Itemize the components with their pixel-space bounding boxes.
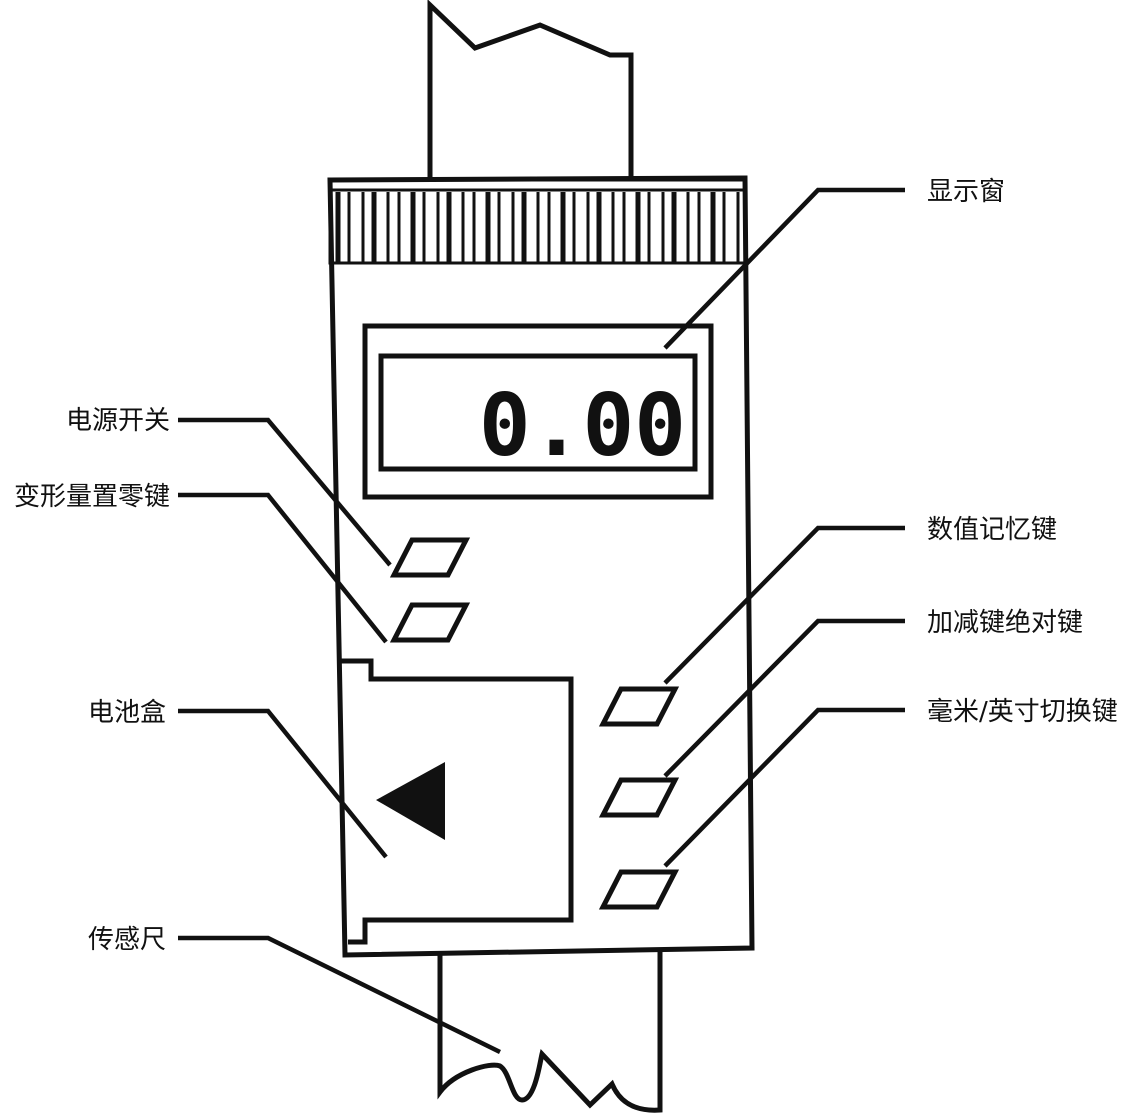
leader-memory-key [663,525,905,685]
label-sensor-ruler: 传感尺 [88,925,166,955]
label-memory-key: 数值记忆键 [927,515,1057,545]
leader-display-window [663,187,905,350]
device-body [327,175,755,958]
leader-mm-inch-key [663,707,905,868]
zero-key-button[interactable] [389,602,471,643]
top-shaft [427,0,634,178]
mm-inch-key-button[interactable] [598,869,680,910]
label-mm-inch-key: 毫米/英寸切换键 [927,697,1118,727]
display-window: 0.00 [362,323,714,500]
label-zero-key: 变形量置零键 [14,482,170,512]
label-add-sub-abs-key: 加减键绝对键 [927,608,1083,638]
leader-battery-box [178,708,388,859]
sensor-ruler-shaft [437,952,663,1113]
leader-add-sub-abs-key [663,618,905,778]
power-switch-button[interactable] [389,537,471,578]
label-battery-box: 电池盒 [88,698,166,728]
battery-box [341,658,574,945]
leader-zero-key [178,492,388,644]
triangle-arrow-icon [376,762,445,840]
leader-power-switch [178,417,392,567]
display-reading: 0.00 [479,376,686,476]
memory-key-button[interactable] [598,686,680,727]
add-sub-abs-key-button[interactable] [598,777,680,818]
label-display-window: 显示窗 [927,177,1005,207]
leader-sensor-ruler [178,935,501,1055]
label-power-switch: 电源开关 [66,406,170,436]
knurled-cap [328,178,747,265]
